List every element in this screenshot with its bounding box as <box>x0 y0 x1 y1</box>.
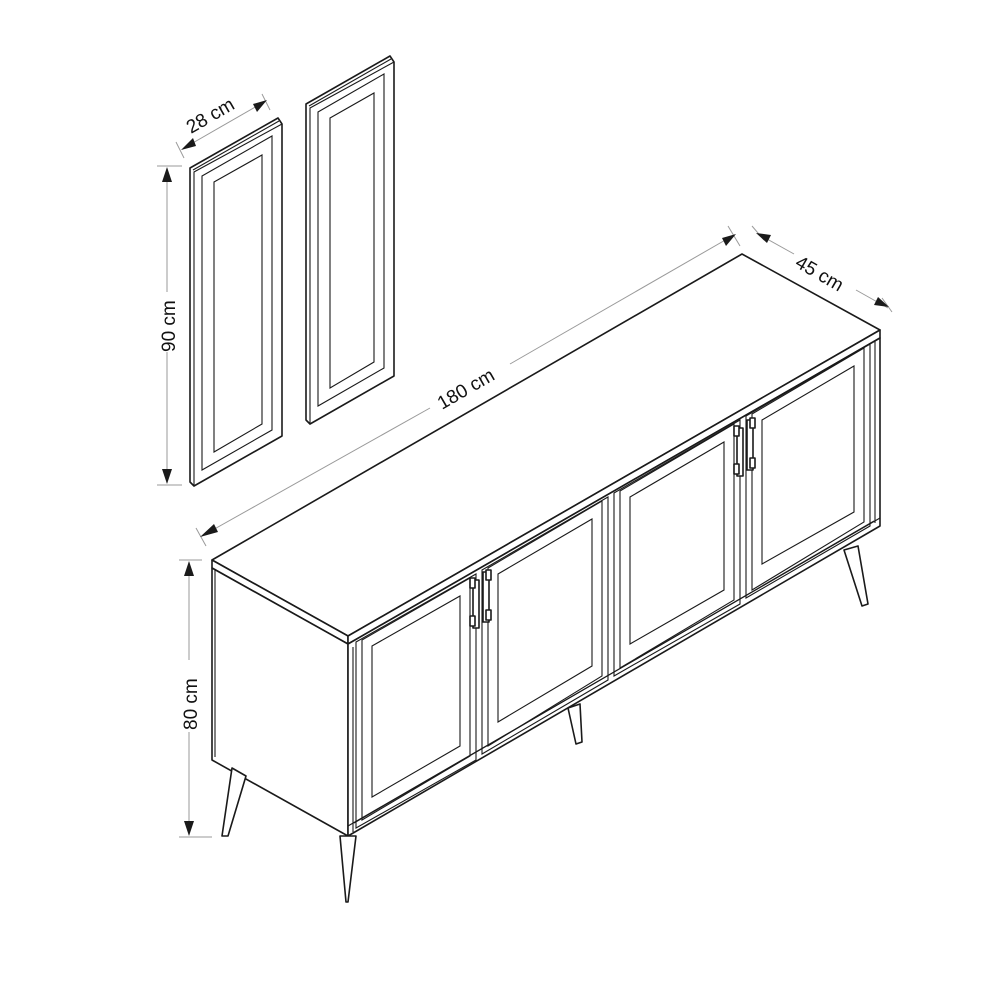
door-4 <box>745 343 871 599</box>
wall-panel-right <box>305 55 395 425</box>
wall-panel-left <box>189 117 283 487</box>
dimension-panel-height: 90 cm <box>157 165 182 486</box>
leg-back-middle <box>567 703 583 745</box>
door-3 <box>613 419 741 677</box>
label-panel-height: 90 cm <box>159 300 180 352</box>
leg-back-right <box>843 545 869 607</box>
cabinet <box>211 253 881 903</box>
leg-front-left <box>221 767 247 837</box>
door-handle-left-pair <box>469 569 492 629</box>
door-1 <box>355 573 477 829</box>
door-handle-right-pair <box>733 417 756 477</box>
label-panel-width: 28 cm <box>183 94 238 138</box>
label-cabinet-height: 80 cm <box>181 678 202 730</box>
leg-front-middle <box>339 835 357 903</box>
dimension-cabinet-height: 80 cm <box>179 559 212 838</box>
door-2 <box>481 496 609 755</box>
